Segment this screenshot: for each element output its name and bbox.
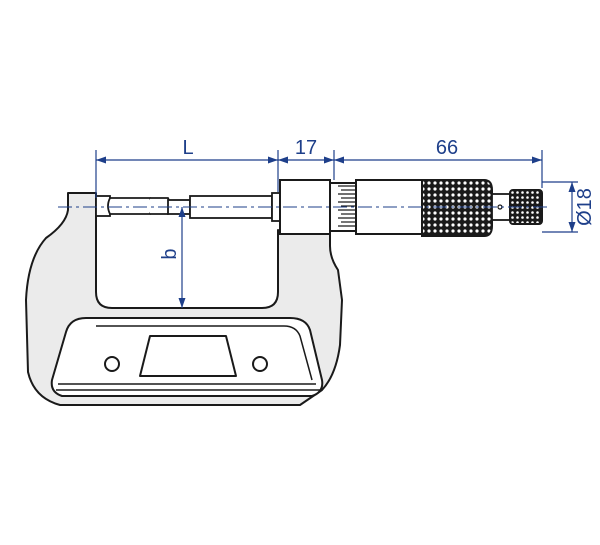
insulating-plate	[50, 317, 324, 397]
thimble-grip	[421, 179, 493, 237]
thimble-dimension-label: 66	[436, 137, 458, 159]
right-rivet	[252, 356, 268, 372]
sleeve-scale	[338, 185, 356, 227]
spindle-dimension-label: 17	[295, 137, 317, 159]
left-rivet	[104, 356, 120, 372]
micrometer-frame	[25, 192, 343, 406]
diameter-dimension-label: Ø18	[574, 188, 596, 226]
dimension-lines	[95, 150, 578, 308]
depth-dimension-label: b	[159, 248, 181, 259]
length-dimension-label: L	[182, 137, 193, 159]
plate-window	[139, 335, 237, 377]
